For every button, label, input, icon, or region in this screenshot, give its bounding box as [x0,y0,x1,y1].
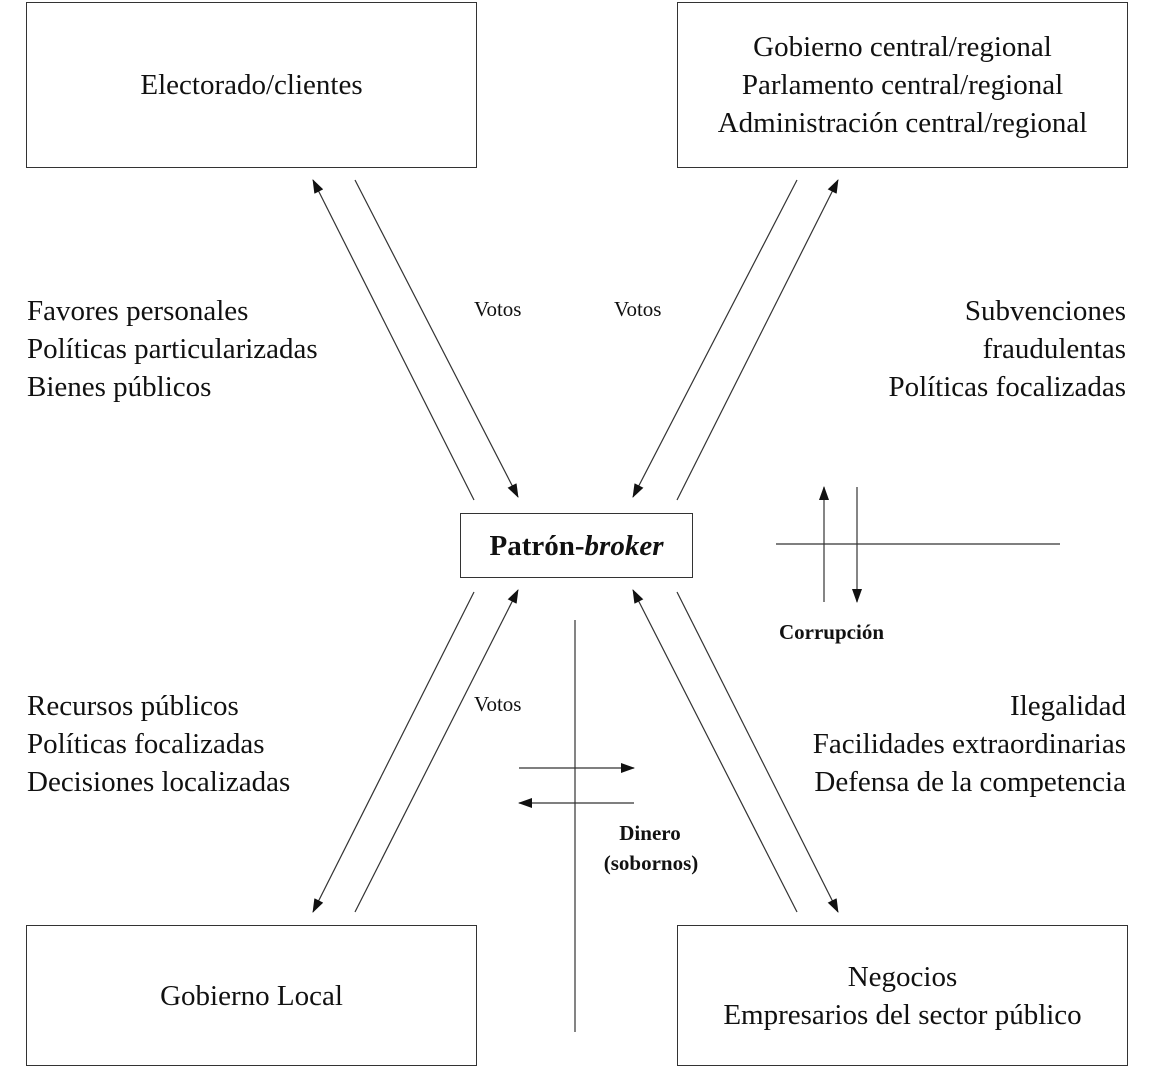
box-central-line: Administración central/regional [717,107,1088,139]
arrow-business-to-broker [632,589,798,913]
label-votes-top-left: Votos [474,297,522,321]
label-votes-top-right: Votos [614,297,662,321]
label-line: fraudulentas [982,333,1126,365]
arrow-electorate-to-broker [354,179,519,498]
box-business-line: Empresarios del sector público [723,998,1082,1031]
label-votes-bottom-left: Votos [474,692,522,716]
label-line: Recursos públicos [27,690,239,722]
broker-label-italic: broker [584,529,664,562]
box-central-line: Gobierno central/regional [753,31,1052,63]
box-central-government: Gobierno central/regional Parlamento cen… [677,2,1128,168]
box-local-government: Gobierno Local [26,925,477,1066]
label-bottom-right: Ilegalidad Facilidades extraordinarias D… [813,687,1126,801]
label-line: (sobornos) [603,851,699,875]
label-line: Políticas focalizadas [888,371,1126,403]
box-electorate: Electorado/clientes [26,2,477,168]
label-line: Decisiones localizadas [27,766,291,798]
label-top-right: Subvenciones fraudulentas Políticas foca… [888,292,1126,406]
label-line: Defensa de la competencia [814,766,1126,798]
box-central-line: Parlamento central/regional [741,69,1064,101]
label-line: Ilegalidad [1010,690,1126,722]
box-patron-broker: Patrón-broker [460,513,693,578]
broker-label-plain: Patrón- [489,529,585,562]
label-line: Políticas focalizadas [27,728,265,760]
arrow-local-to-broker [354,589,519,913]
arrow-broker-to-electorate [312,179,475,501]
label-line: Subvenciones [964,295,1126,327]
box-business: Negocios Empresarios del sector público [677,925,1128,1066]
box-local-label: Gobierno Local [160,979,343,1012]
label-top-left: Favores personales Políticas particulari… [27,292,318,406]
box-electorate-label: Electorado/clientes [140,69,363,101]
label-corruption: Corrupción [779,620,884,644]
label-line: Facilidades extraordinarias [812,728,1126,760]
label-bottom-left: Recursos públicos Políticas focalizadas … [27,687,290,801]
label-line: Bienes públicos [27,371,212,403]
arrow-broker-to-local [312,591,475,913]
label-line: Dinero [619,821,681,845]
box-business-line: Negocios [847,960,958,993]
label-money: Dinero (sobornos) [586,818,726,878]
label-line: Favores personales [27,295,249,327]
arrow-central-to-broker [632,179,798,498]
arrow-broker-to-business [676,591,839,913]
label-line: Políticas particularizadas [27,333,318,365]
box-broker-label: Patrón-broker [490,527,664,565]
arrow-broker-to-central [676,179,839,501]
